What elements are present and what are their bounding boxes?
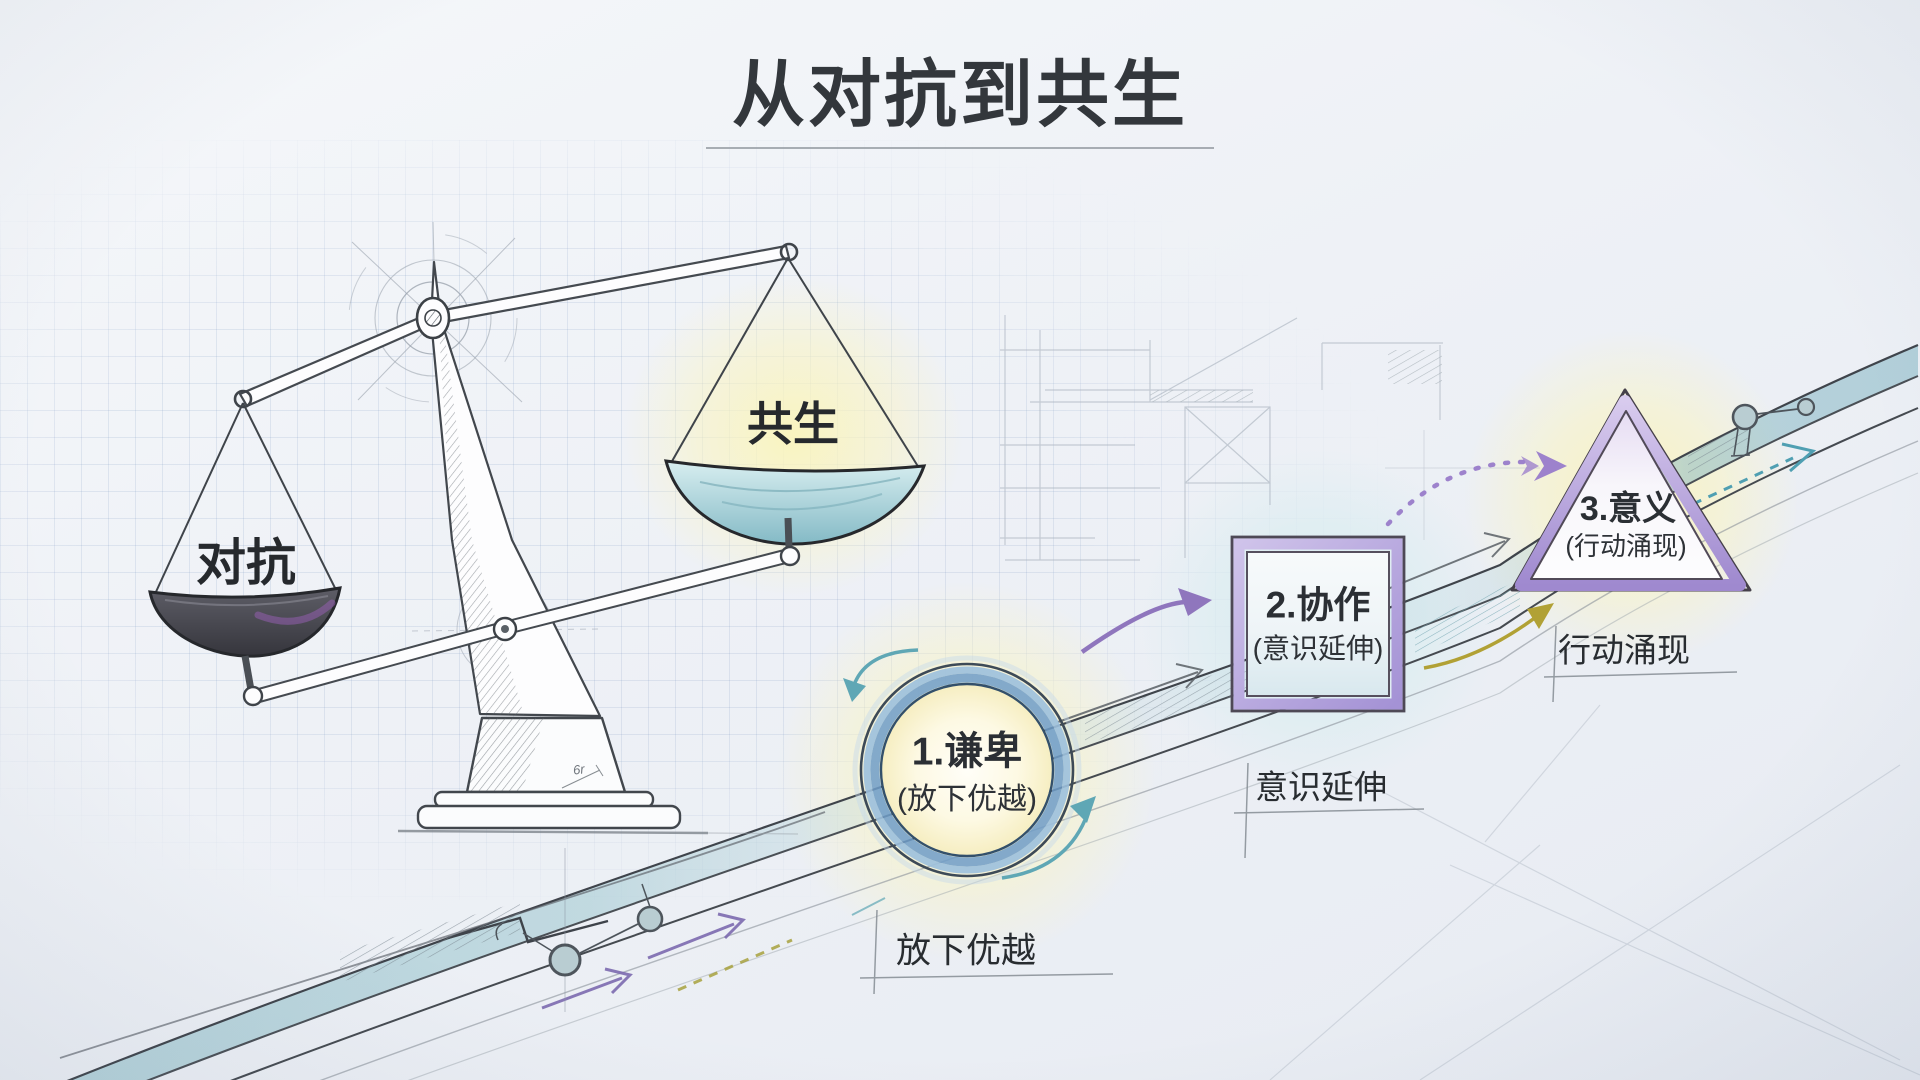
- pan-label-symbiosis: 共生: [747, 398, 839, 450]
- step1-sublabel: (放下优越): [897, 783, 1037, 816]
- dashed-flow-arrow-icon: [1385, 451, 1567, 527]
- purple-flow-arrow-icon: [1080, 588, 1212, 654]
- glow-layer: [623, 275, 1800, 962]
- yellow-flow-arrow-icon: [1423, 603, 1554, 670]
- rotation-arrow-left-icon: [843, 648, 919, 702]
- pan-label-confrontation: 对抗: [196, 535, 296, 591]
- teal-stray-mark: [851, 897, 886, 916]
- confrontation-pan: [148, 402, 342, 707]
- road-path-icon: [18, 343, 1920, 1080]
- olive-dashed-line: [677, 938, 793, 992]
- step2-label: 2.协作: [1265, 584, 1371, 626]
- scale-base-plate-top: [433, 790, 655, 809]
- balance-scale-icon: [148, 221, 927, 835]
- milestone-node-icon: [495, 397, 1816, 1012]
- road-purple-arrow: [541, 912, 746, 1010]
- step1-label: 1.谦卑: [911, 730, 1023, 774]
- teal-dashed-arrow-icon: [1692, 442, 1817, 506]
- rotation-arrow-right-icon: [1001, 796, 1096, 880]
- caption-step3: 行动涌现: [1558, 631, 1690, 669]
- title-underline: [706, 147, 1214, 149]
- caption-step2: 意识延伸: [1255, 768, 1387, 806]
- step3-label: 3.意义: [1579, 490, 1677, 528]
- scale-base-plate-bottom: [416, 804, 682, 830]
- bottom-right-sketch-lines: [1269, 704, 1920, 1080]
- beam-left-arm: [238, 310, 435, 408]
- step3-sublabel: (行动涌现): [1565, 531, 1687, 561]
- symbiosis-pan: [663, 257, 927, 567]
- left-linkage-joint: [242, 685, 264, 707]
- base-annotation-mark: [561, 764, 604, 789]
- base-annotation: 6r: [572, 761, 586, 778]
- right-linkage-joint: [779, 545, 801, 567]
- flow-arrows: [843, 451, 1567, 916]
- blueprint-sketch-icon: [1000, 315, 1540, 561]
- left-hook: [233, 389, 253, 409]
- caption-marks: [859, 625, 1738, 995]
- step1-circle-shape: [852, 655, 1082, 885]
- step3-triangle-shape: [1510, 388, 1752, 592]
- page-title: 从对抗到共生: [732, 54, 1188, 136]
- lower-right-arm: [503, 548, 791, 635]
- step2-square-shape: [1230, 535, 1406, 713]
- step2-sublabel: (意识延伸): [1252, 633, 1384, 664]
- caption-step1: 放下优越: [895, 931, 1037, 971]
